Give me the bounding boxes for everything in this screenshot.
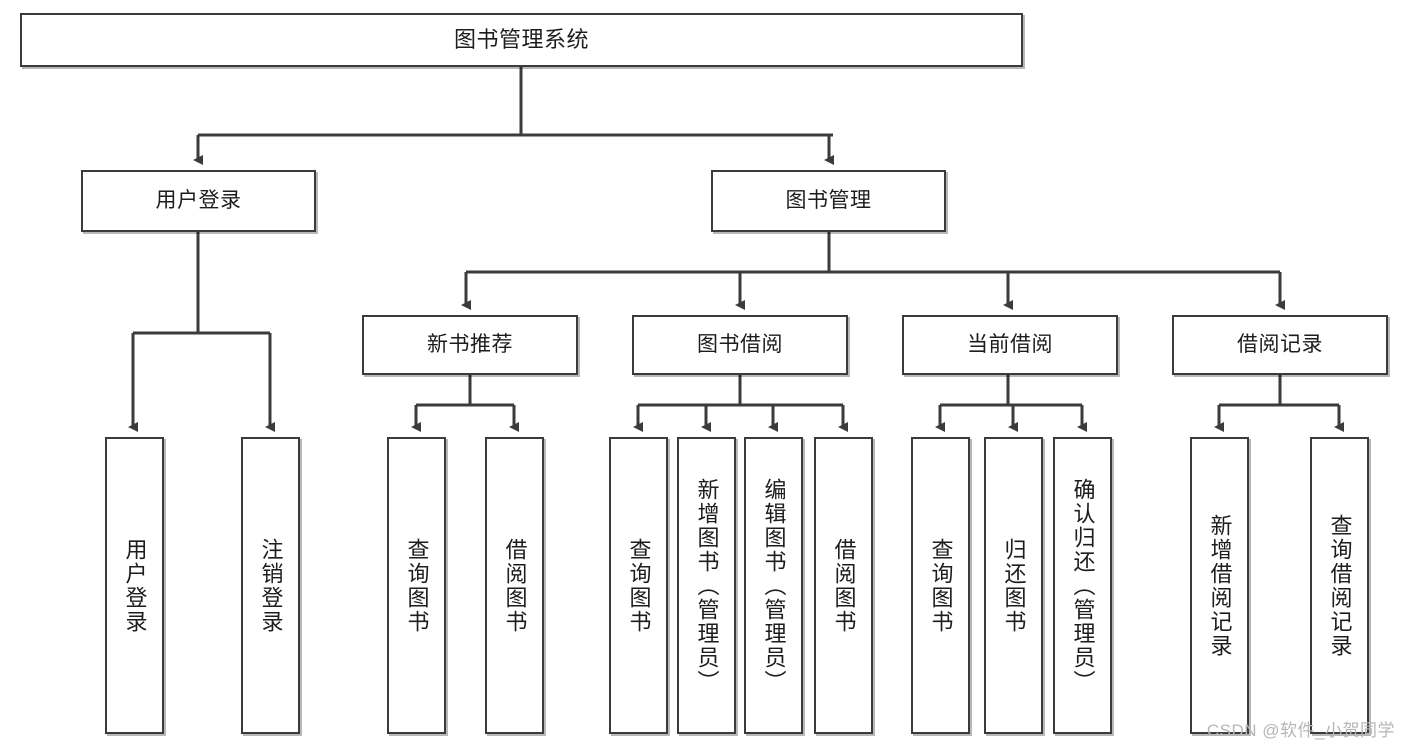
node-label: 注销登录: [258, 537, 284, 634]
node-label: 编辑图书（管理员）: [761, 477, 787, 694]
leaf-return-book[interactable]: 归还图书: [984, 437, 1043, 734]
leaf-query-book-borrow[interactable]: 查询图书: [609, 437, 668, 734]
node-label: 归还图书: [1001, 537, 1027, 634]
node-label: 图书管理系统: [453, 27, 589, 53]
leaf-borrow-book-new[interactable]: 借阅图书: [485, 437, 544, 734]
node-label: 用户登录: [155, 188, 242, 212]
node-current-borrow[interactable]: 当前借阅: [902, 315, 1118, 375]
node-label: 新书推荐: [427, 332, 513, 356]
node-label: 查询图书: [928, 537, 954, 634]
node-book-management[interactable]: 图书管理: [711, 170, 946, 232]
node-label: 查询图书: [404, 537, 430, 634]
node-label: 新增借阅记录: [1207, 513, 1233, 658]
leaf-add-borrow-record[interactable]: 新增借阅记录: [1190, 437, 1249, 734]
node-label: 查询借阅记录: [1327, 513, 1353, 658]
leaf-query-book-new[interactable]: 查询图书: [387, 437, 446, 734]
leaf-add-book[interactable]: 新增图书（管理员）: [677, 437, 736, 734]
node-new-book-recommend[interactable]: 新书推荐: [362, 315, 578, 375]
node-label: 新增图书（管理员）: [694, 477, 720, 694]
leaf-query-book-current[interactable]: 查询图书: [911, 437, 970, 734]
leaf-user-login[interactable]: 用户登录: [105, 437, 164, 734]
node-label: 当前借阅: [967, 332, 1053, 356]
node-label: 借阅图书: [831, 537, 857, 634]
node-label: 图书借阅: [697, 332, 783, 356]
node-borrow-record[interactable]: 借阅记录: [1172, 315, 1388, 375]
leaf-query-borrow-record[interactable]: 查询借阅记录: [1310, 437, 1369, 734]
node-label: 借阅记录: [1237, 332, 1323, 356]
leaf-confirm-return[interactable]: 确认归还（管理员）: [1053, 437, 1112, 734]
node-label: 借阅图书: [502, 537, 528, 634]
leaf-borrow-book[interactable]: 借阅图书: [814, 437, 873, 734]
leaf-edit-book[interactable]: 编辑图书（管理员）: [744, 437, 803, 734]
node-label: 确认归还（管理员）: [1070, 477, 1096, 694]
leaf-user-logout[interactable]: 注销登录: [241, 437, 300, 734]
node-root-system[interactable]: 图书管理系统: [20, 13, 1023, 67]
node-label: 图书管理: [785, 188, 872, 212]
node-label: 用户登录: [122, 537, 148, 634]
watermark-text: CSDN @软件_小贺同学: [1206, 721, 1395, 740]
node-label: 查询图书: [626, 537, 652, 634]
node-book-borrow[interactable]: 图书借阅: [632, 315, 848, 375]
node-user-login[interactable]: 用户登录: [81, 170, 316, 232]
